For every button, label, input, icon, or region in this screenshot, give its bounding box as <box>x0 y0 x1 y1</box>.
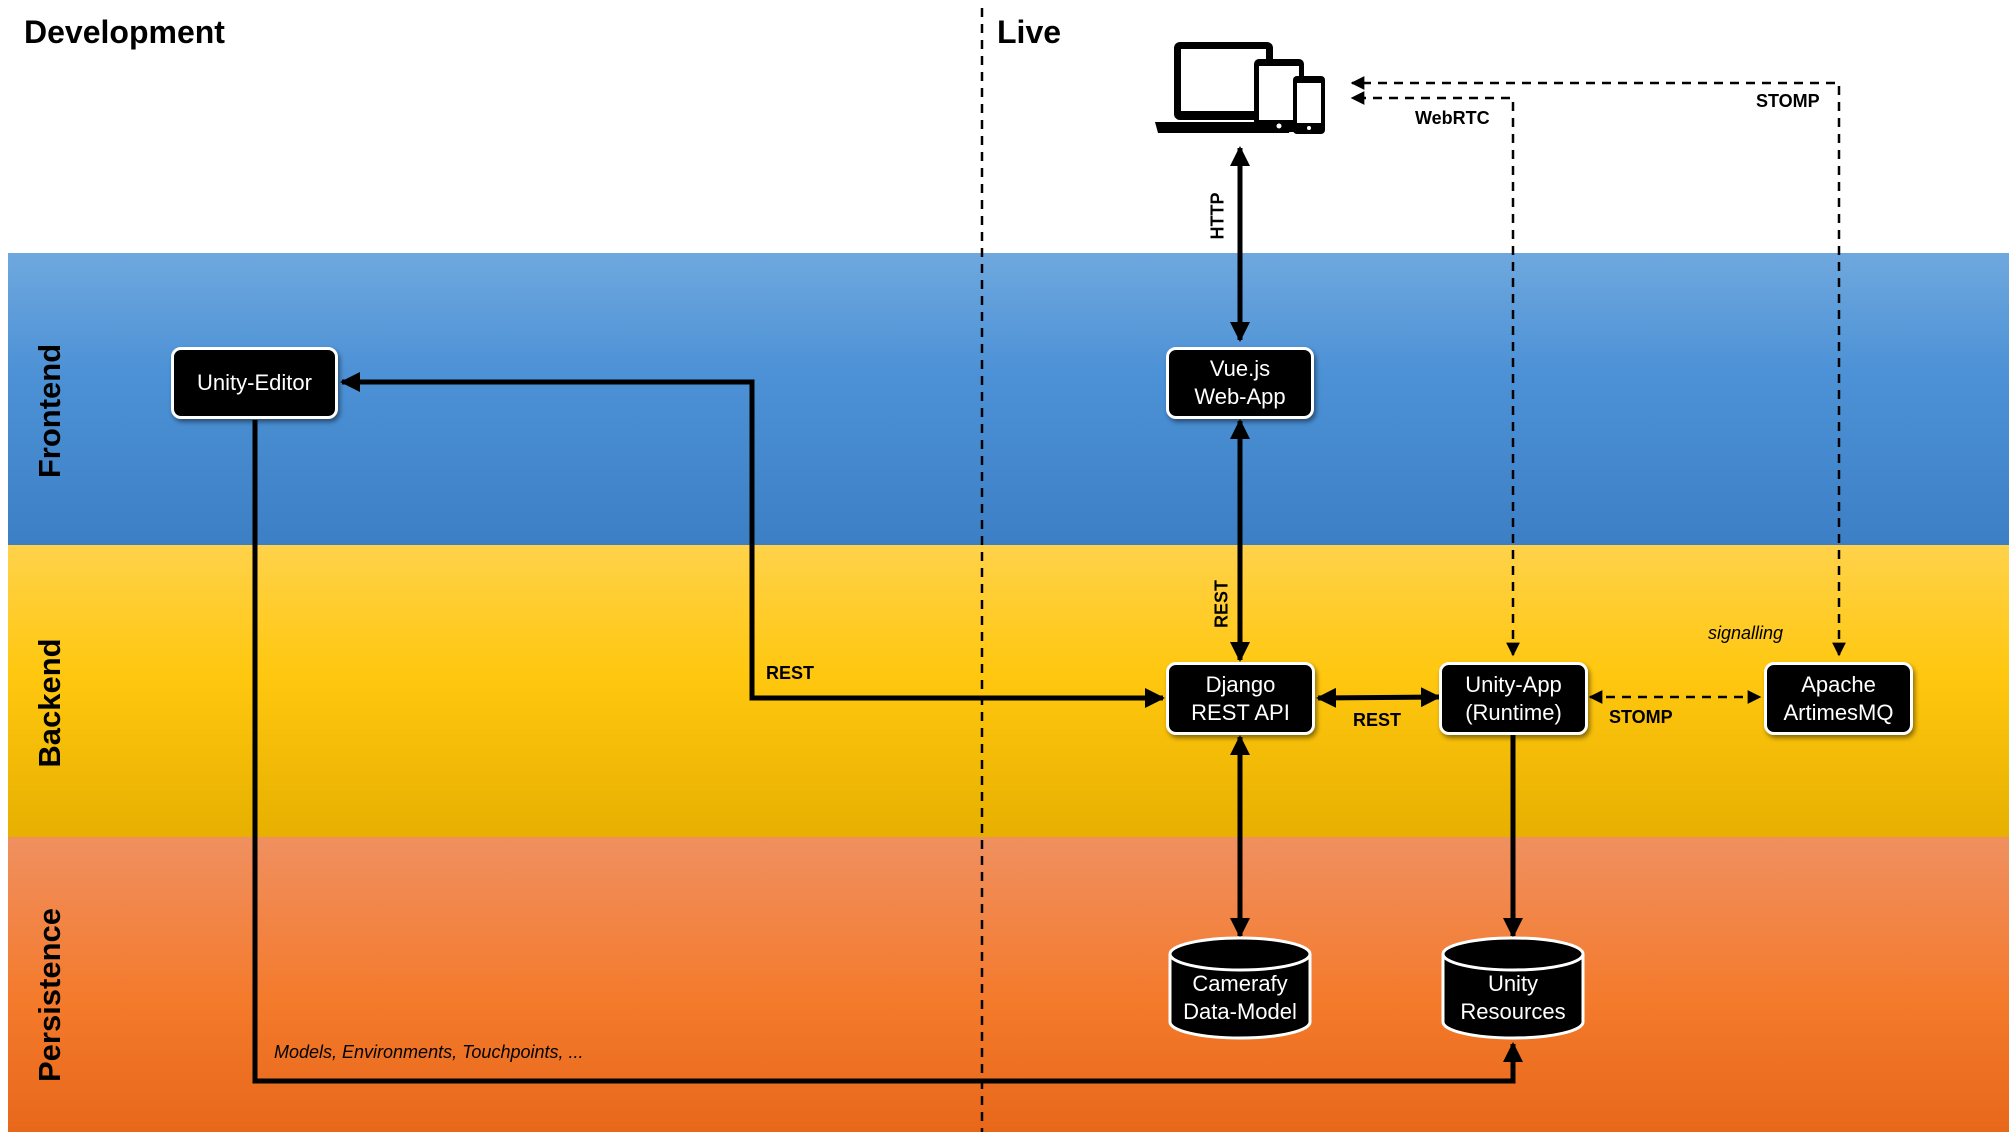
development-title: Development <box>24 14 225 50</box>
rest-editor-django-label: REST <box>766 663 815 683</box>
django-label-2: REST API <box>1191 699 1290 725</box>
django-node[interactable]: Django REST API <box>1166 662 1315 735</box>
django-unityapp-edge <box>1316 687 1441 708</box>
rest-vue-django-label: REST <box>1211 579 1232 629</box>
unity-resources-label-1: Unity <box>1487 971 1539 996</box>
rest-django-unityapp-label: REST <box>1353 710 1402 730</box>
http-label: HTTP <box>1207 192 1228 240</box>
unity-editor-node[interactable]: Unity-Editor <box>171 347 338 419</box>
signalling-label: signalling <box>1708 623 1784 643</box>
stomp-devices-label: STOMP <box>1756 91 1820 111</box>
editor-django-edge <box>340 372 1165 708</box>
vue-webapp-node[interactable]: Vue.js Web-App <box>1166 347 1314 419</box>
vue-webapp-label-2: Web-App <box>1194 384 1286 409</box>
unity-resources-db[interactable]: Unity Resources <box>1440 936 1586 1040</box>
models-label: Models, Environments, Touchpoints, ... <box>274 1042 584 1062</box>
django-label-1: Django <box>1205 671 1276 697</box>
stomp-devices-edge <box>1350 76 1846 657</box>
camerafy-db[interactable]: Camerafy Data-Model <box>1167 936 1313 1040</box>
unity-app-label-2: (Runtime) <box>1465 699 1562 725</box>
editor-resources-edge <box>252 420 1523 1084</box>
webrtc-edge <box>1350 91 1520 657</box>
webrtc-label: WebRTC <box>1415 108 1490 128</box>
activemq-node[interactable]: Apache ArtimesMQ <box>1764 662 1913 735</box>
stomp-unityapp-mq-label: STOMP <box>1609 707 1673 727</box>
unity-app-node[interactable]: Unity-App (Runtime) <box>1439 662 1588 735</box>
vue-webapp-label-1: Vue.js <box>1209 356 1271 381</box>
live-title: Live <box>997 14 1062 50</box>
activemq-label-2: ArtimesMQ <box>1783 699 1894 725</box>
devices-icon <box>1155 42 1325 134</box>
activemq-label-1: Apache <box>1801 671 1876 697</box>
unity-editor-label: Unity-Editor <box>197 370 312 395</box>
camerafy-label-2: Data-Model <box>1183 999 1297 1024</box>
unity-app-label-1: Unity-App <box>1465 671 1562 697</box>
unity-resources-label-2: Resources <box>1460 999 1566 1024</box>
camerafy-label-1: Camerafy <box>1192 971 1288 996</box>
